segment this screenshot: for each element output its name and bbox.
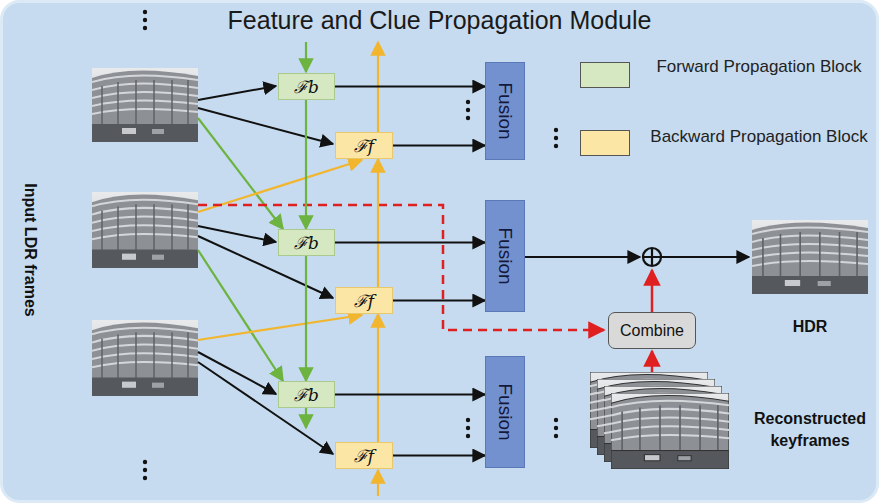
- node-text: Fusion: [494, 383, 516, 440]
- axis-label: Input LDR frames: [21, 183, 39, 316]
- node-text: Fusion: [494, 82, 516, 139]
- fusion-box: Fusion: [485, 62, 525, 160]
- output-label: HDR: [780, 318, 840, 336]
- connector-arrow: [393, 455, 485, 457]
- node-text: ℱb: [294, 75, 319, 98]
- backward-block: ℱf: [335, 132, 393, 159]
- keyframe-label: Reconstructed keyframes: [744, 408, 876, 451]
- connector-arrow: [393, 145, 485, 147]
- node-text: Combine: [620, 322, 684, 340]
- forward-block: ℱb: [278, 73, 335, 100]
- fusion-box: Fusion: [485, 356, 525, 468]
- node-text: ℱf: [354, 134, 374, 157]
- connector-arrow: [305, 256, 307, 381]
- backward-block: ℱf: [335, 442, 393, 469]
- connector-arrow: [377, 159, 379, 287]
- fusion-box: Fusion: [485, 200, 525, 312]
- node-text: ℱf: [354, 444, 374, 467]
- combine-box: Combine: [608, 312, 696, 349]
- connector-arrow: [305, 100, 307, 229]
- title: Feature and Clue Propagation Module: [0, 6, 879, 35]
- legend-swatch: [580, 130, 630, 156]
- forward-block: ℱb: [278, 229, 335, 256]
- node-text: Fusion: [494, 227, 516, 284]
- connector-arrow: [335, 242, 485, 244]
- legend-swatch: [580, 62, 630, 88]
- connector-arrow: [335, 86, 485, 88]
- node-text: ℱb: [294, 231, 319, 254]
- node-text: ℱf: [354, 289, 374, 312]
- forward-block: ℱb: [278, 381, 335, 408]
- connector-arrow: [377, 314, 379, 442]
- legend-text: Forward Propagation Block: [648, 56, 870, 79]
- connector-arrow: [335, 394, 485, 396]
- node-text: ℱb: [294, 383, 319, 406]
- backward-block: ℱf: [335, 287, 393, 314]
- connector-arrow: [393, 300, 485, 302]
- legend-text: Backward Propagation Block: [648, 126, 870, 149]
